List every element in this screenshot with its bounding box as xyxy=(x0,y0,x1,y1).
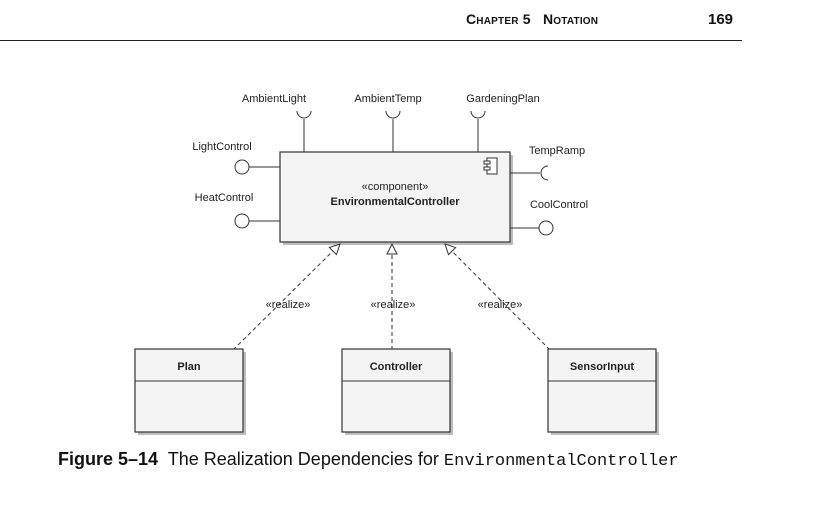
page-number: 169 xyxy=(708,11,734,28)
figure-label: Figure 5–14 xyxy=(58,449,159,469)
component-box: «component» EnvironmentalController xyxy=(279,151,513,245)
chapter-heading: Chapter 5 Notation xyxy=(466,11,598,27)
realization-controller: «realize» xyxy=(371,244,416,350)
required-interface-ambienttemp: AmbientTemp xyxy=(354,93,422,152)
interface-label: AmbientLight xyxy=(242,93,306,105)
class-sensorinput: SensorInput xyxy=(547,348,659,435)
figure-caption: Figure 5–14 The Realization Dependencies… xyxy=(58,449,679,471)
chapter-label: Chapter 5 xyxy=(466,11,531,27)
caption-text: The Realization Dependencies for xyxy=(167,449,439,469)
realize-label: «realize» xyxy=(371,299,416,311)
realization-sensorinput: «realize» xyxy=(445,244,551,351)
provided-interface-heatcontrol: HeatControl xyxy=(195,192,280,229)
interface-label: AmbientTemp xyxy=(354,93,421,105)
provided-interface-coolcontrol: CoolControl xyxy=(510,199,588,236)
class-plan: Plan xyxy=(134,348,246,435)
interface-label: GardeningPlan xyxy=(466,93,539,105)
class-name: SensorInput xyxy=(570,361,635,373)
required-interface-ambientlight: AmbientLight xyxy=(242,93,312,152)
interface-label: LightControl xyxy=(192,141,251,153)
component-name: EnvironmentalController xyxy=(331,196,461,208)
component-icon xyxy=(483,157,498,175)
page-header: Chapter 5 Notation 169 xyxy=(0,0,742,41)
required-interface-tempramp: TempRamp xyxy=(510,145,585,181)
caption-code: EnvironmentalController xyxy=(443,452,679,471)
interface-label: CoolControl xyxy=(530,199,588,211)
class-name: Plan xyxy=(177,361,201,373)
class-controller: Controller xyxy=(341,348,453,435)
realize-label: «realize» xyxy=(266,299,311,311)
class-name: Controller xyxy=(370,361,423,373)
chapter-title: Notation xyxy=(542,11,599,27)
provided-interface-lightcontrol: LightControl xyxy=(192,141,280,175)
component-diagram: «component» EnvironmentalController Ligh… xyxy=(134,93,659,435)
realize-label: «realize» xyxy=(478,299,523,311)
interface-label: TempRamp xyxy=(529,145,585,157)
required-interface-gardeningplan: GardeningPlan xyxy=(466,93,540,152)
interface-label: HeatControl xyxy=(195,192,254,204)
realization-plan: «realize» xyxy=(232,244,340,351)
component-stereotype: «component» xyxy=(362,181,429,193)
